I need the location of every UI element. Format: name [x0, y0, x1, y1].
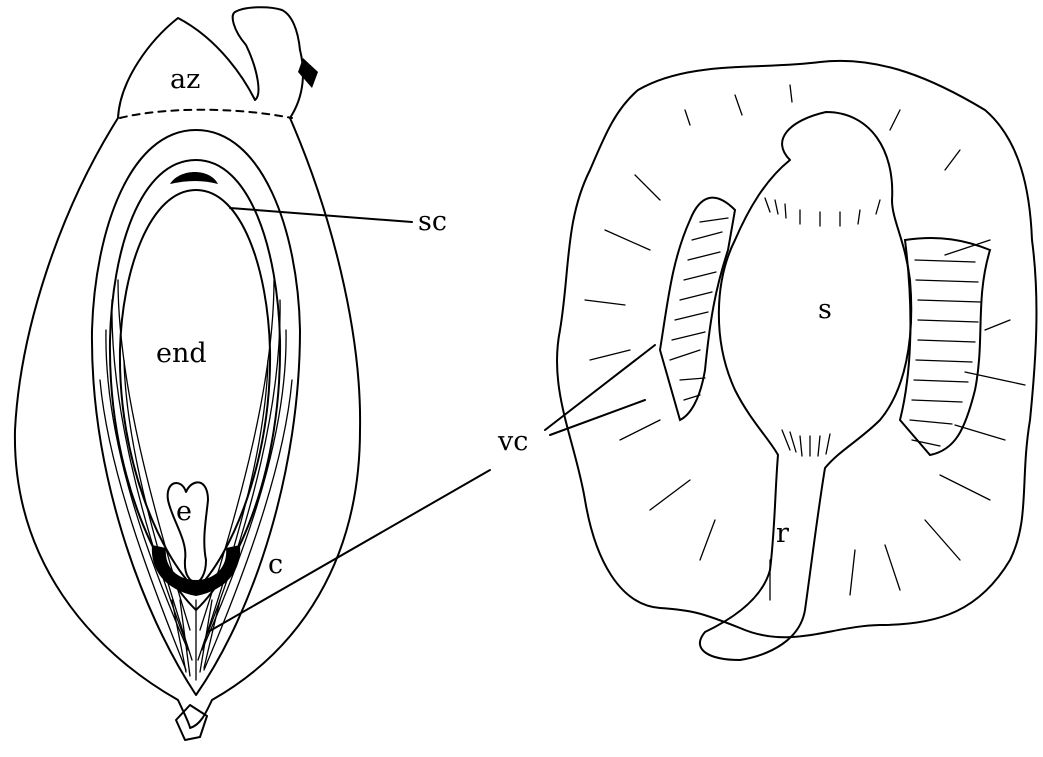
disc-striations — [585, 85, 1025, 600]
label-e: e — [176, 496, 192, 527]
label-vc: vc — [497, 426, 528, 457]
seed-apex-mark — [170, 172, 218, 184]
label-end: end — [156, 338, 207, 369]
embryo-sheath — [152, 545, 240, 596]
base-knob — [176, 705, 207, 740]
fruit-longitudinal-section — [15, 7, 490, 740]
label-r: r — [776, 518, 789, 549]
vascular-fringe — [660, 198, 990, 455]
label-az: az — [170, 64, 200, 95]
label-s: s — [818, 294, 832, 325]
seed-coat-inner — [120, 190, 270, 590]
stalk-cap — [298, 58, 318, 88]
seed-hatching — [765, 198, 880, 456]
abscission-zone-line — [120, 110, 292, 118]
label-sc: sc — [418, 206, 447, 237]
label-c: c — [268, 549, 283, 580]
seed-on-disc — [545, 61, 1036, 660]
seed-body — [700, 112, 911, 660]
fringe-hatching — [670, 218, 980, 446]
disc-outline — [557, 61, 1036, 637]
seed-coat-outer — [110, 160, 280, 610]
